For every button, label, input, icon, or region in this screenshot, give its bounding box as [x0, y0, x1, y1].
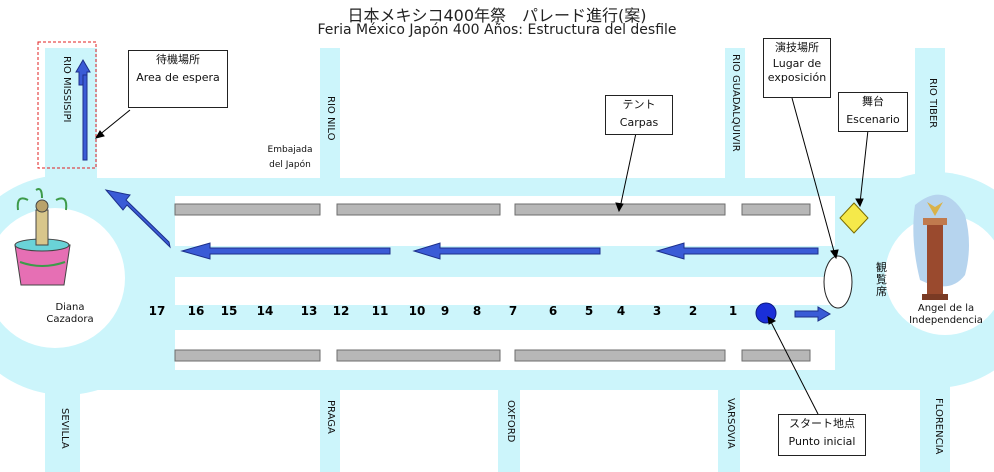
- arrow-up-shaft: [82, 74, 88, 161]
- angel-line1: Angel de la: [917, 303, 975, 314]
- title-spanish: Feria México Japón 400 Años: Estructura …: [317, 22, 677, 38]
- street-label-rio-missisipi: RIO MISSISIPI: [61, 56, 72, 123]
- position-number: 1: [728, 304, 738, 318]
- arrow-east: [794, 306, 831, 322]
- position-number: 7: [508, 304, 518, 318]
- callout-start-jp: スタート地点: [789, 417, 855, 430]
- callout-tents-es: Carpas: [619, 116, 659, 129]
- arrow-west-1: [180, 242, 391, 260]
- street-rio-guadalquivir: [725, 48, 745, 180]
- embassy-label-box: Embajada del Japón: [262, 143, 318, 177]
- callout-stage-es: Escenario: [846, 113, 900, 126]
- tent-s1: [174, 349, 321, 362]
- callout-exhibition-es1: Lugar de: [772, 57, 822, 70]
- street-label-oxford: OXFORD: [505, 400, 516, 443]
- position-number: 2: [688, 304, 698, 318]
- position-number: 6: [548, 304, 558, 318]
- start-point-dot: [755, 302, 777, 324]
- arrow-west-3: [655, 242, 819, 260]
- street-sevilla: [45, 390, 80, 472]
- title-japanese: 日本メキシコ400年祭 パレード進行(案): [347, 6, 647, 25]
- tent-n4: [741, 203, 811, 216]
- tent-s2: [336, 349, 501, 362]
- street-rio-nilo: [320, 48, 340, 180]
- callout-tents-jp: テント: [622, 98, 656, 111]
- position-number: 8: [472, 304, 482, 318]
- position-number: 12: [332, 304, 350, 318]
- callout-waiting-jp: 待機場所: [156, 53, 200, 66]
- callout-stage: 舞台 Escenario: [838, 92, 908, 132]
- callout-exhibition-area: 演技場所 Lugar de exposición: [763, 38, 831, 98]
- street-label-rio-nilo: RIO NILO: [325, 96, 336, 141]
- position-number: 15: [220, 304, 238, 318]
- street-florencia: [920, 385, 950, 472]
- street-label-rio-tiber: RIO TIBER: [927, 78, 938, 129]
- callout-waiting-es: Area de espera: [136, 71, 220, 84]
- street-label-varsovia: VARSOVIA: [725, 398, 736, 449]
- embassy-line2: del Japón: [269, 160, 311, 170]
- angel-monument-icon: [913, 194, 969, 300]
- position-number: 4: [616, 304, 626, 318]
- street-varsovia: [718, 385, 740, 472]
- callout-start-point: スタート地点 Punto inicial: [778, 414, 866, 456]
- callout-start-es: Punto inicial: [788, 435, 856, 448]
- embassy-line1: Embajada: [267, 145, 313, 155]
- position-number: 9: [440, 304, 450, 318]
- street-praga: [320, 385, 340, 472]
- waiting-area-box: [37, 41, 97, 169]
- position-number: 16: [187, 304, 205, 318]
- street-label-praga: PRAGA: [325, 400, 336, 434]
- street-oxford: [498, 385, 520, 472]
- audience-seating: [823, 255, 853, 309]
- diana-line1: Diana: [55, 302, 85, 313]
- callout-stage-jp: 舞台: [862, 95, 884, 108]
- parade-arrows: [75, 59, 831, 322]
- position-number: 5: [584, 304, 594, 318]
- street-label-florencia: FLORENCIA: [933, 398, 944, 455]
- position-number: 17: [148, 304, 166, 318]
- callout-exhibition-jp: 演技場所: [775, 41, 819, 54]
- callout-waiting-area: 待機場所 Area de espera: [128, 50, 228, 108]
- tent-n1: [174, 203, 321, 216]
- callout-tents: テント Carpas: [605, 95, 673, 135]
- callout-exhibition-es2: exposición: [767, 71, 827, 84]
- street-label-rio-guadalquivir: RIO GUADALQUIVIR: [730, 54, 741, 152]
- diana-line2: Cazadora: [46, 314, 94, 325]
- angel-line2: Independencia: [909, 315, 983, 326]
- position-number: 11: [371, 304, 389, 318]
- median-center: [175, 277, 835, 305]
- stage-icon: [839, 202, 869, 234]
- arrow-west-2: [412, 242, 601, 260]
- diana-fountain-icon: [14, 188, 71, 286]
- leader-lines: [94, 97, 869, 415]
- position-number: 10: [408, 304, 426, 318]
- position-number: 13: [300, 304, 318, 318]
- position-number: 14: [256, 304, 274, 318]
- angel-label: Angel de la Independencia: [898, 303, 994, 327]
- diana-label: Diana Cazadora: [40, 302, 100, 326]
- street-rio-tiber: [915, 48, 945, 188]
- street-label-sevilla: SEVILLA: [59, 408, 70, 449]
- tent-s4: [741, 349, 811, 362]
- tent-s3: [514, 349, 726, 362]
- arrow-diagonal: [104, 189, 171, 249]
- tent-n2: [336, 203, 501, 216]
- position-number: 3: [652, 304, 662, 318]
- audience-label: 観覧席: [876, 261, 887, 298]
